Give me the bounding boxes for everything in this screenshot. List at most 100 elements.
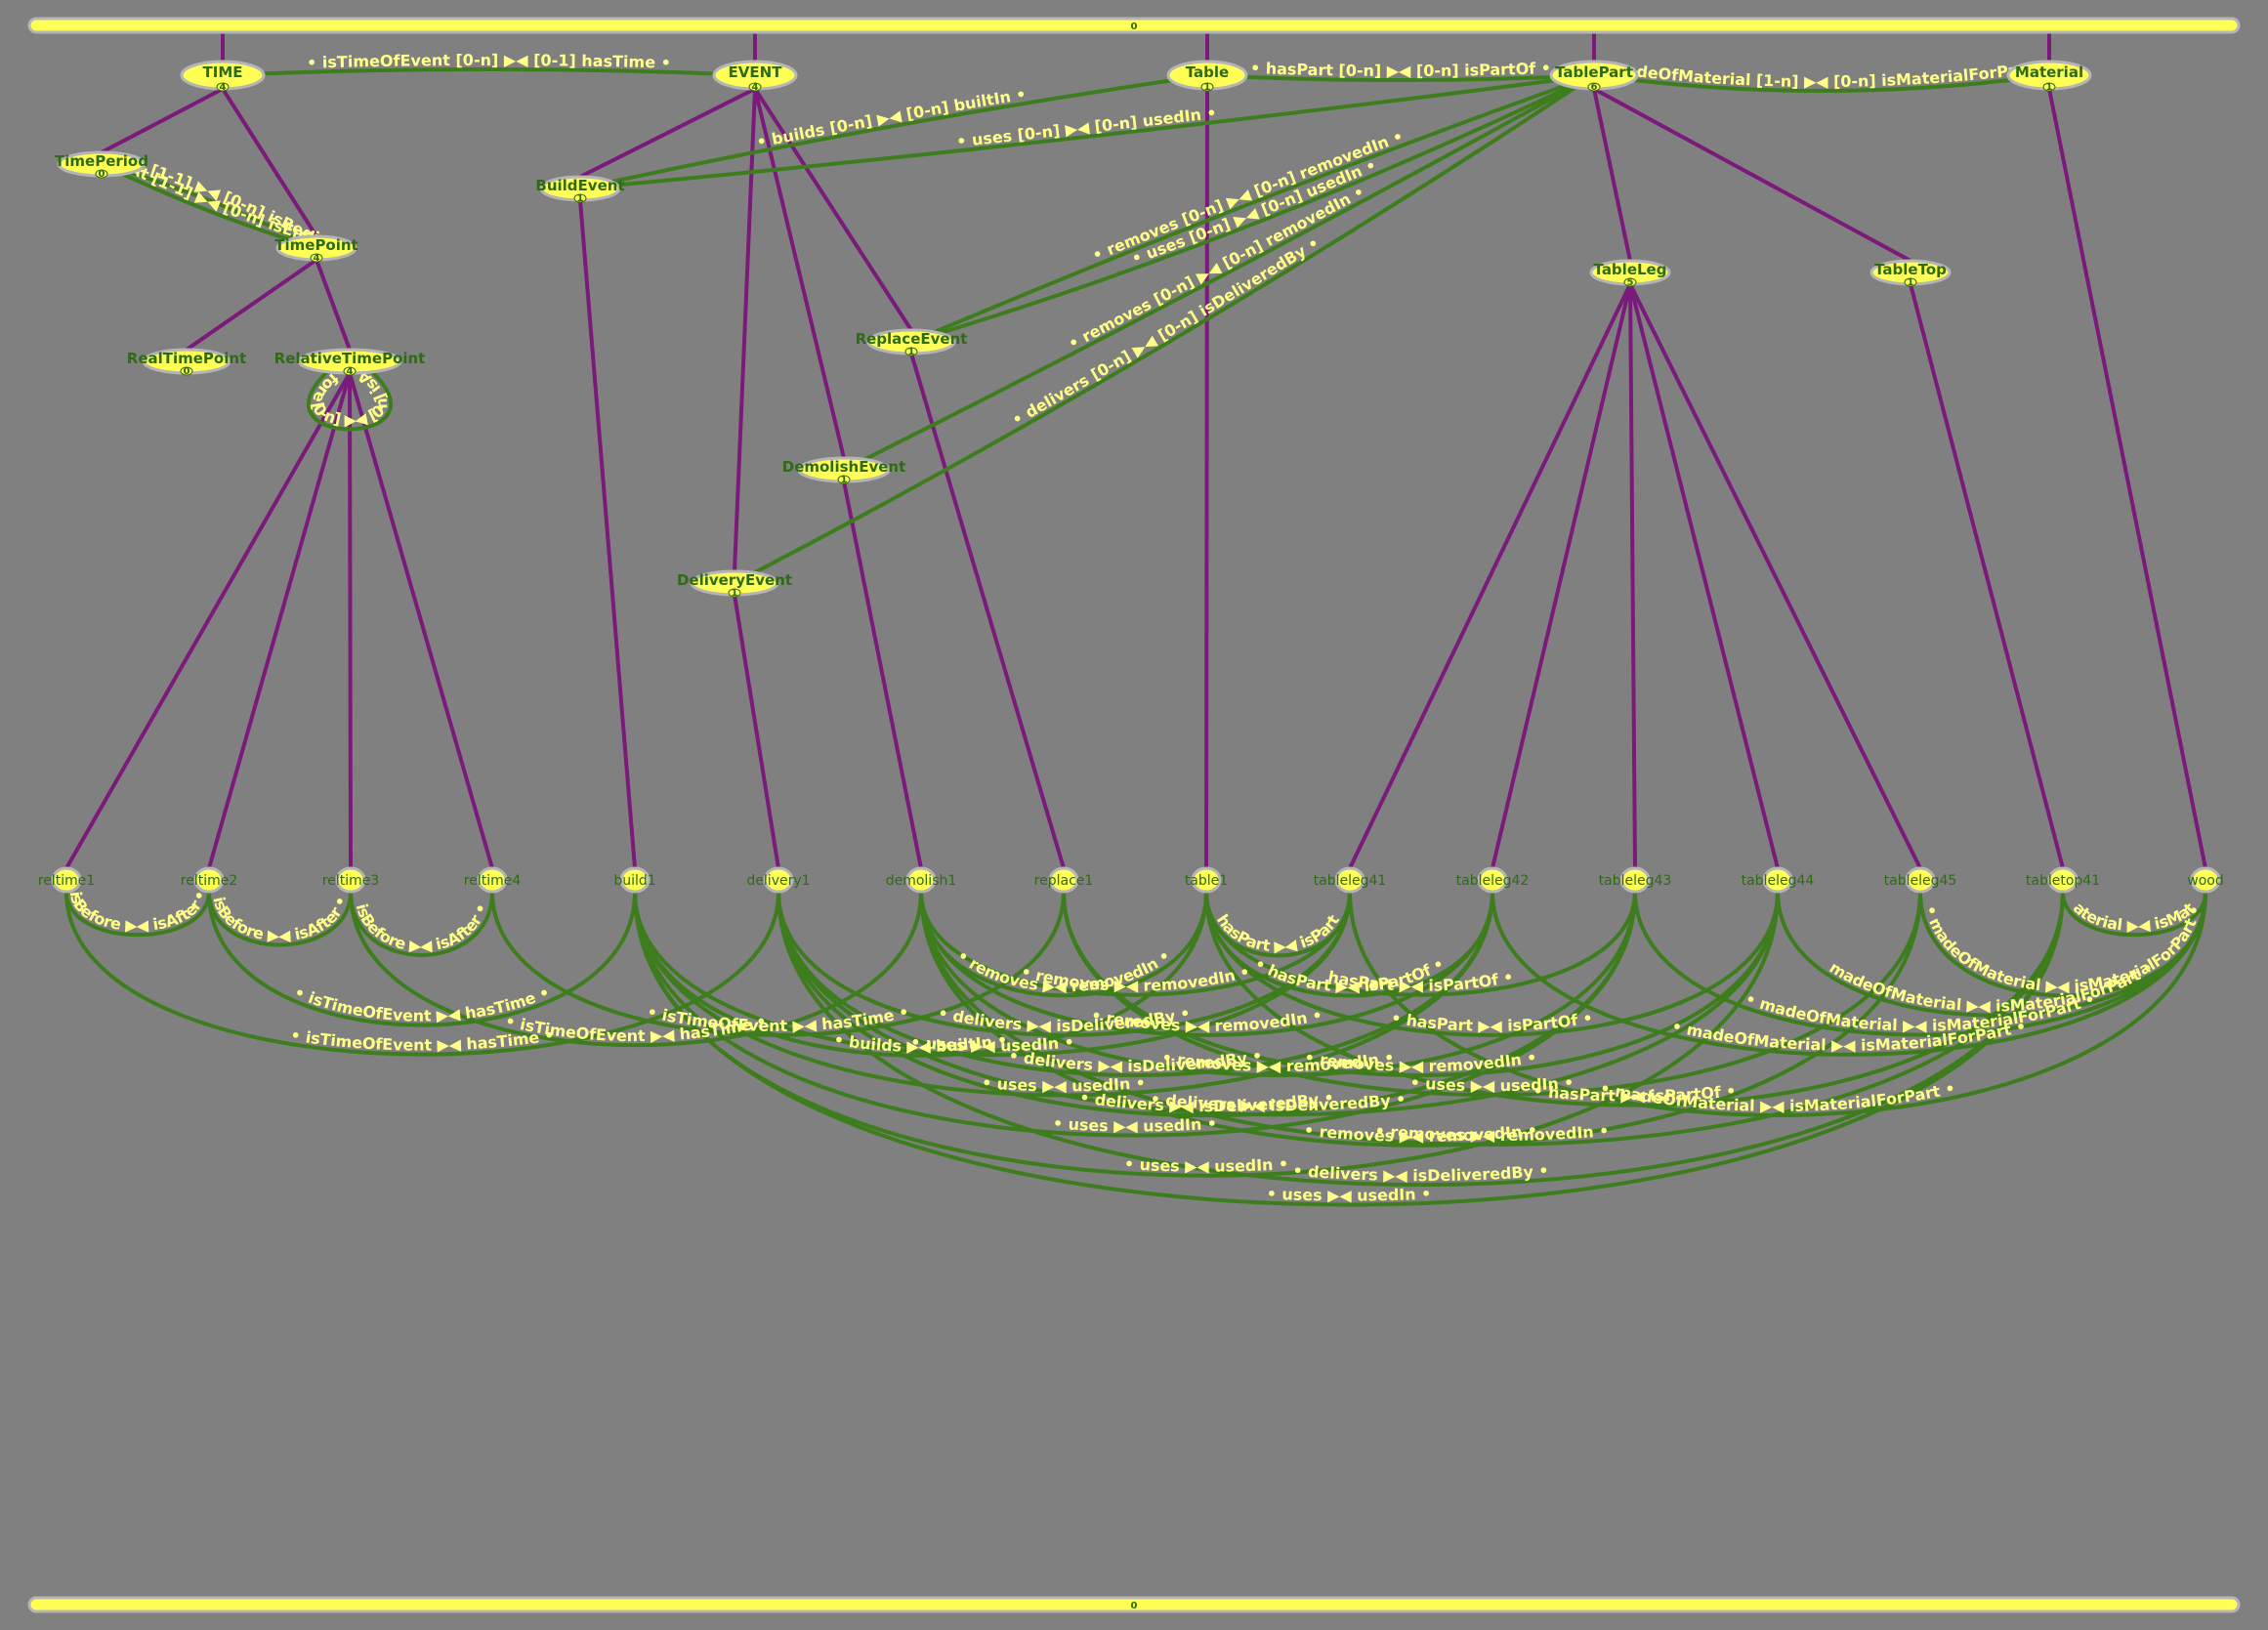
node-ellipse[interactable] [477,866,508,894]
relation-edge[interactable] [579,73,1595,190]
relation-edge[interactable] [1593,73,2050,93]
instance-node-tabletop41[interactable]: tabletop41 [2026,866,2100,894]
relation-edge[interactable] [64,891,211,938]
node-ellipse[interactable] [1905,866,1936,894]
node-ellipse[interactable] [2047,866,2079,894]
subclass-edge [842,481,923,869]
node-label: delivery1 [746,873,810,889]
relation-edge[interactable] [2061,891,2207,938]
relation-edge[interactable] [1918,891,2207,998]
node-ellipse[interactable] [1048,866,1079,894]
relation-edge[interactable] [207,891,637,1027]
node-ellipse[interactable] [2190,866,2221,894]
relation-edge[interactable] [1204,891,1637,997]
relation-edge[interactable] [1062,891,1780,1078]
node-label: tableleg44 [1742,873,1815,889]
relation-edge[interactable] [633,891,1208,1058]
relation-edge[interactable] [734,73,1596,585]
node-ellipse[interactable] [1762,866,1793,894]
instance-node-reltime1[interactable]: reltime1 [38,866,96,894]
relation-edge[interactable] [222,67,756,77]
relation-edge-label: • uses ▶◀ usedIn • [909,1032,1074,1055]
relation-edge[interactable] [1206,73,1595,82]
node-ellipse[interactable] [1477,866,1508,894]
instance-node-reltime2[interactable]: reltime2 [181,866,238,894]
relation-edge[interactable] [1348,891,2207,1117]
node-ellipse[interactable] [51,866,82,894]
relation-edge[interactable] [919,891,2065,1147]
subclass-edge [101,87,224,154]
instance-node-table1[interactable]: table1 [1185,866,1228,894]
relation-edge[interactable] [910,73,1595,344]
relation-edge[interactable] [777,891,1494,1078]
node-ellipse[interactable] [763,866,794,894]
relation-edge[interactable] [207,891,353,947]
relation-edge[interactable] [843,73,1595,472]
relation-edge[interactable] [919,891,1922,1148]
node-label: TIME [203,63,243,81]
hierarchy-edges [64,32,2207,869]
node-ellipse[interactable] [1619,866,1651,894]
instance-node-demolish1[interactable]: demolish1 [886,866,957,894]
relation-edge-label: • madeOfMaterial ▶◀ isMaterialForPart • [1598,1078,1956,1114]
relation-edge[interactable] [579,73,1208,190]
node-ellipse[interactable] [335,866,366,894]
instance-node-wood[interactable]: wood [2187,866,2224,894]
graph-nodes[interactable]: TIME4EVENT4Table1TablePart6Material1Time… [38,60,2224,894]
instance-node-build1[interactable]: build1 [613,866,656,894]
relation-edge[interactable] [633,891,2065,1207]
relation-edge[interactable] [349,891,923,1048]
node-count-badge [343,366,357,376]
instance-node-replace1[interactable]: replace1 [1034,866,1094,894]
top-boundary-bar[interactable] [27,17,2241,34]
relation-edge[interactable] [1204,891,1780,1037]
instance-node-tableleg42[interactable]: tableleg42 [1456,866,1530,894]
relation-edge-label: • delivers [0-n] ▶◀ [0-n] isDeliveredBy … [1009,233,1323,430]
node-ellipse[interactable] [193,866,225,894]
relation-edge[interactable] [64,891,780,1057]
instance-node-tableleg45[interactable]: tableleg45 [1884,866,1957,894]
node-label: TimePoint [274,236,357,254]
instance-node-tableleg43[interactable]: tableleg43 [1599,866,1672,894]
relation-edge-label: hasPart ▶◀ isPart [1213,911,1343,956]
relation-edge[interactable] [910,73,1595,344]
relation-edge[interactable] [919,891,1637,1078]
instance-node-reltime3[interactable]: reltime3 [322,866,380,894]
node-label: Table [1186,63,1229,81]
node-count: 1 [1908,277,1914,288]
instance-node-tableleg44[interactable]: tableleg44 [1742,866,1815,894]
subclass-edge [578,199,637,869]
node-ellipse[interactable] [619,866,651,894]
node-ellipse[interactable] [905,866,937,894]
relation-edge[interactable] [306,367,394,432]
bottom-boundary-bar[interactable] [27,1596,2241,1613]
subclass-edge [733,594,780,869]
node-ellipse[interactable] [1191,866,1222,894]
node-label: DemolishEvent [782,458,906,476]
relation-edge[interactable] [777,891,1352,1037]
node-ellipse[interactable] [1334,866,1365,894]
subclass-edge [753,87,913,332]
instance-node-delivery1[interactable]: delivery1 [746,866,811,894]
instance-node-tableleg41[interactable]: tableleg41 [1314,866,1387,894]
relation-edge[interactable] [777,891,1780,1117]
instance-node-reltime4[interactable]: reltime4 [464,866,522,894]
relation-edge[interactable] [349,891,494,957]
